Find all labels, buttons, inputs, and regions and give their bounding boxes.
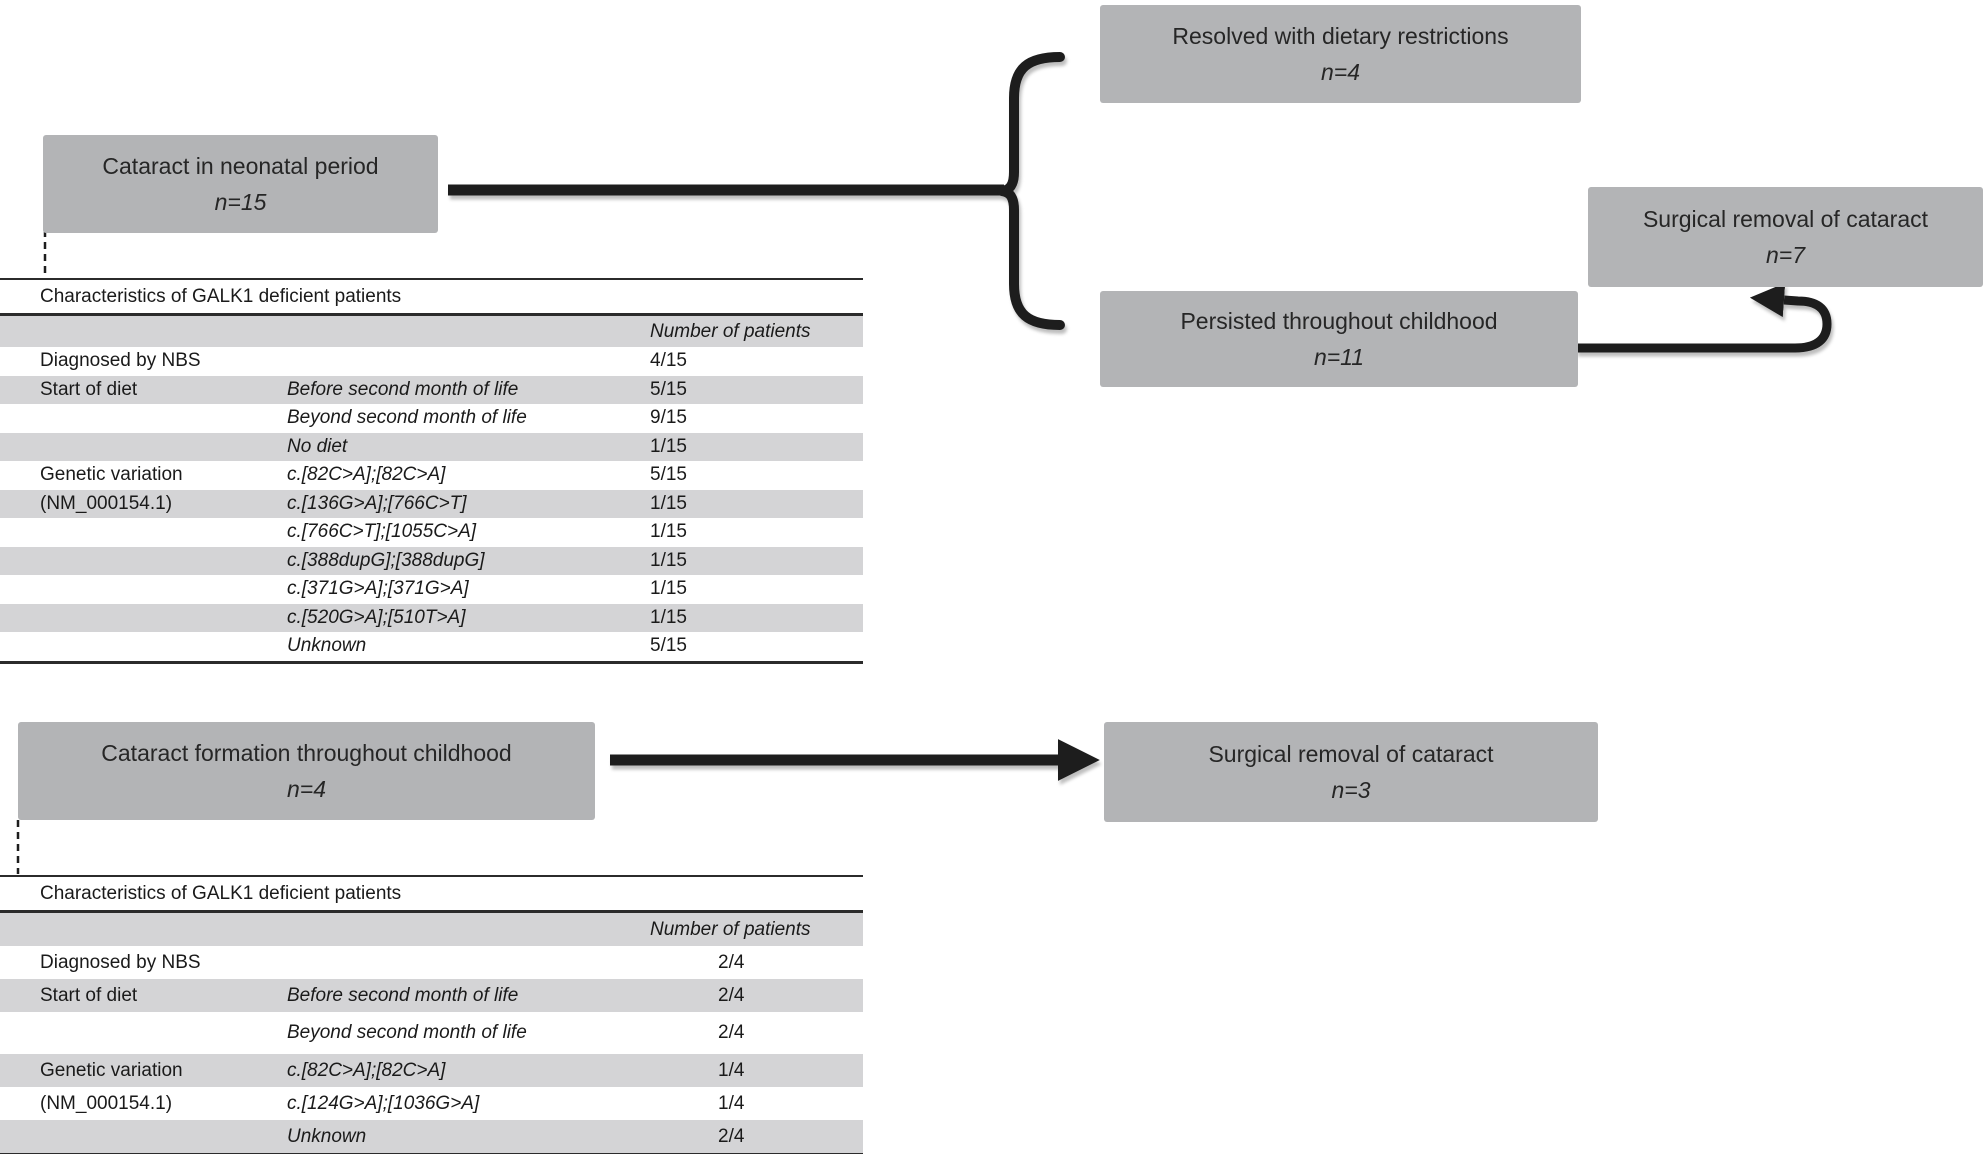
row-subcategory: c.[82C>A];[82C>A] xyxy=(287,1059,446,1081)
table-title: Characteristics of GALK1 deficient patie… xyxy=(0,278,863,316)
row-value: 1/4 xyxy=(718,1059,745,1081)
surgical-removal-n3-label: Surgical removal of cataract xyxy=(1208,740,1494,767)
row-value: 1/4 xyxy=(718,1092,745,1114)
childhood-cataract-count: n=4 xyxy=(286,776,326,802)
row-subcategory: Before second month of life xyxy=(287,378,519,400)
row-subcategory: c.[82C>A];[82C>A] xyxy=(287,464,446,486)
row-value: 4/15 xyxy=(650,350,687,372)
table-row: Beyond second month of life 2/4 xyxy=(0,1012,863,1054)
number-of-patients-header: Number of patients xyxy=(650,918,811,940)
surgical-removal-n7-count: n=7 xyxy=(1765,242,1805,268)
row-value: 1/15 xyxy=(650,492,687,514)
neonatal-cataract-count: n=15 xyxy=(214,189,267,215)
row-category: Start of diet xyxy=(40,378,138,400)
surgical-removal-n7-box: Surgical removal of cataract n=7 xyxy=(1588,187,1983,287)
persisted-childhood-label: Persisted throughout childhood xyxy=(1180,307,1498,334)
row-value: 1/15 xyxy=(650,578,687,600)
row-value: 2/4 xyxy=(718,1022,745,1043)
row-subcategory: c.[371G>A];[371G>A] xyxy=(287,578,469,600)
resolved-diet-count: n=4 xyxy=(1320,59,1360,85)
neonatal-cataract-label: Cataract in neonatal period xyxy=(102,152,379,179)
row-category: (NM_000154.1) xyxy=(40,1092,173,1114)
persisted-childhood-box: Persisted throughout childhood n=11 xyxy=(1100,291,1578,387)
table-row: (NM_000154.1) c.[136G>A];[766C>T] 1/15 xyxy=(0,489,863,518)
table-header-row: Number of patients xyxy=(0,316,863,347)
resolved-diet-box: Resolved with dietary restrictions n=4 xyxy=(1100,5,1581,103)
row-category: Genetic variation xyxy=(40,1059,183,1081)
row-subcategory: c.[388dupG];[388dupG] xyxy=(287,549,485,571)
table-row: No diet 1/15 xyxy=(0,432,863,461)
row-value: 1/15 xyxy=(650,549,687,571)
row-category: Diagnosed by NBS xyxy=(40,350,201,372)
row-value: 5/15 xyxy=(650,464,687,486)
table-row: Unknown 5/15 xyxy=(0,632,863,661)
row-category: (NM_000154.1) xyxy=(40,492,173,514)
table-row: Unknown 2/4 xyxy=(0,1120,863,1153)
row-subcategory: Unknown xyxy=(287,635,367,657)
table-row: Diagnosed by NBS 4/15 xyxy=(0,347,863,376)
table-header-row: Number of patients xyxy=(0,913,863,946)
table-row: c.[766C>T];[1055C>A] 1/15 xyxy=(0,518,863,547)
row-subcategory: c.[520G>A];[510T>A] xyxy=(287,606,466,628)
row-subcategory: c.[124G>A];[1036G>A] xyxy=(287,1092,480,1114)
row-category: Start of diet xyxy=(40,984,138,1006)
neonatal-characteristics-table: Characteristics of GALK1 deficient patie… xyxy=(0,278,863,664)
row-value: 2/4 xyxy=(718,984,745,1006)
table-body: Diagnosed by NBS 4/15 Start of diet Befo… xyxy=(0,347,863,664)
table-title: Characteristics of GALK1 deficient patie… xyxy=(0,875,863,913)
row-category: Diagnosed by NBS xyxy=(40,951,201,973)
childhood-characteristics-table: Characteristics of GALK1 deficient patie… xyxy=(0,875,863,1154)
table-row: c.[371G>A];[371G>A] 1/15 xyxy=(0,575,863,604)
number-of-patients-header: Number of patients xyxy=(650,320,811,342)
surgical-removal-n3-box: Surgical removal of cataract n=3 xyxy=(1104,722,1598,822)
childhood-cataract-box: Cataract formation throughout childhood … xyxy=(18,722,595,820)
row-subcategory: Before second month of life xyxy=(287,984,519,1006)
table-row: Diagnosed by NBS 2/4 xyxy=(0,946,863,979)
table-row: Genetic variation c.[82C>A];[82C>A] 1/4 xyxy=(0,1054,863,1087)
row-value: 1/15 xyxy=(650,606,687,628)
resolved-diet-label: Resolved with dietary restrictions xyxy=(1172,22,1509,49)
neonatal-cataract-box: Cataract in neonatal period n=15 xyxy=(43,135,438,233)
row-value: 5/15 xyxy=(650,378,687,400)
row-value: 9/15 xyxy=(650,407,687,429)
table-row: Beyond second month of life 9/15 xyxy=(0,404,863,433)
childhood-cataract-label: Cataract formation throughout childhood xyxy=(101,739,512,766)
row-subcategory: Unknown xyxy=(287,1125,367,1147)
table-row: Start of diet Before second month of lif… xyxy=(0,375,863,404)
row-subcategory: Beyond second month of life xyxy=(287,407,527,429)
table-row: c.[388dupG];[388dupG] 1/15 xyxy=(0,546,863,575)
table-row: (NM_000154.1) c.[124G>A];[1036G>A] 1/4 xyxy=(0,1087,863,1120)
row-value: 5/15 xyxy=(650,635,687,657)
row-value: 1/15 xyxy=(650,521,687,543)
table-row: c.[520G>A];[510T>A] 1/15 xyxy=(0,603,863,632)
row-subcategory: Beyond second month of life xyxy=(287,1022,527,1043)
surgical-removal-n3-count: n=3 xyxy=(1331,777,1371,803)
row-value: 2/4 xyxy=(718,951,745,973)
persisted-childhood-count: n=11 xyxy=(1313,344,1365,370)
table-row: Start of diet Before second month of lif… xyxy=(0,979,863,1012)
row-category: Genetic variation xyxy=(40,464,183,486)
table-row: Genetic variation c.[82C>A];[82C>A] 5/15 xyxy=(0,461,863,490)
surgical-removal-n7-label: Surgical removal of cataract xyxy=(1642,205,1929,232)
split-brace xyxy=(997,52,1065,330)
row-value: 1/15 xyxy=(650,435,687,457)
row-value: 2/4 xyxy=(718,1125,745,1147)
row-subcategory: c.[136G>A];[766C>T] xyxy=(287,492,467,514)
row-subcategory: c.[766C>T];[1055C>A] xyxy=(287,521,477,543)
table-body: Diagnosed by NBS 2/4 Start of diet Befor… xyxy=(0,946,863,1154)
row-subcategory: No diet xyxy=(287,435,348,457)
persisted-to-surgical-arrow xyxy=(1576,282,1832,353)
